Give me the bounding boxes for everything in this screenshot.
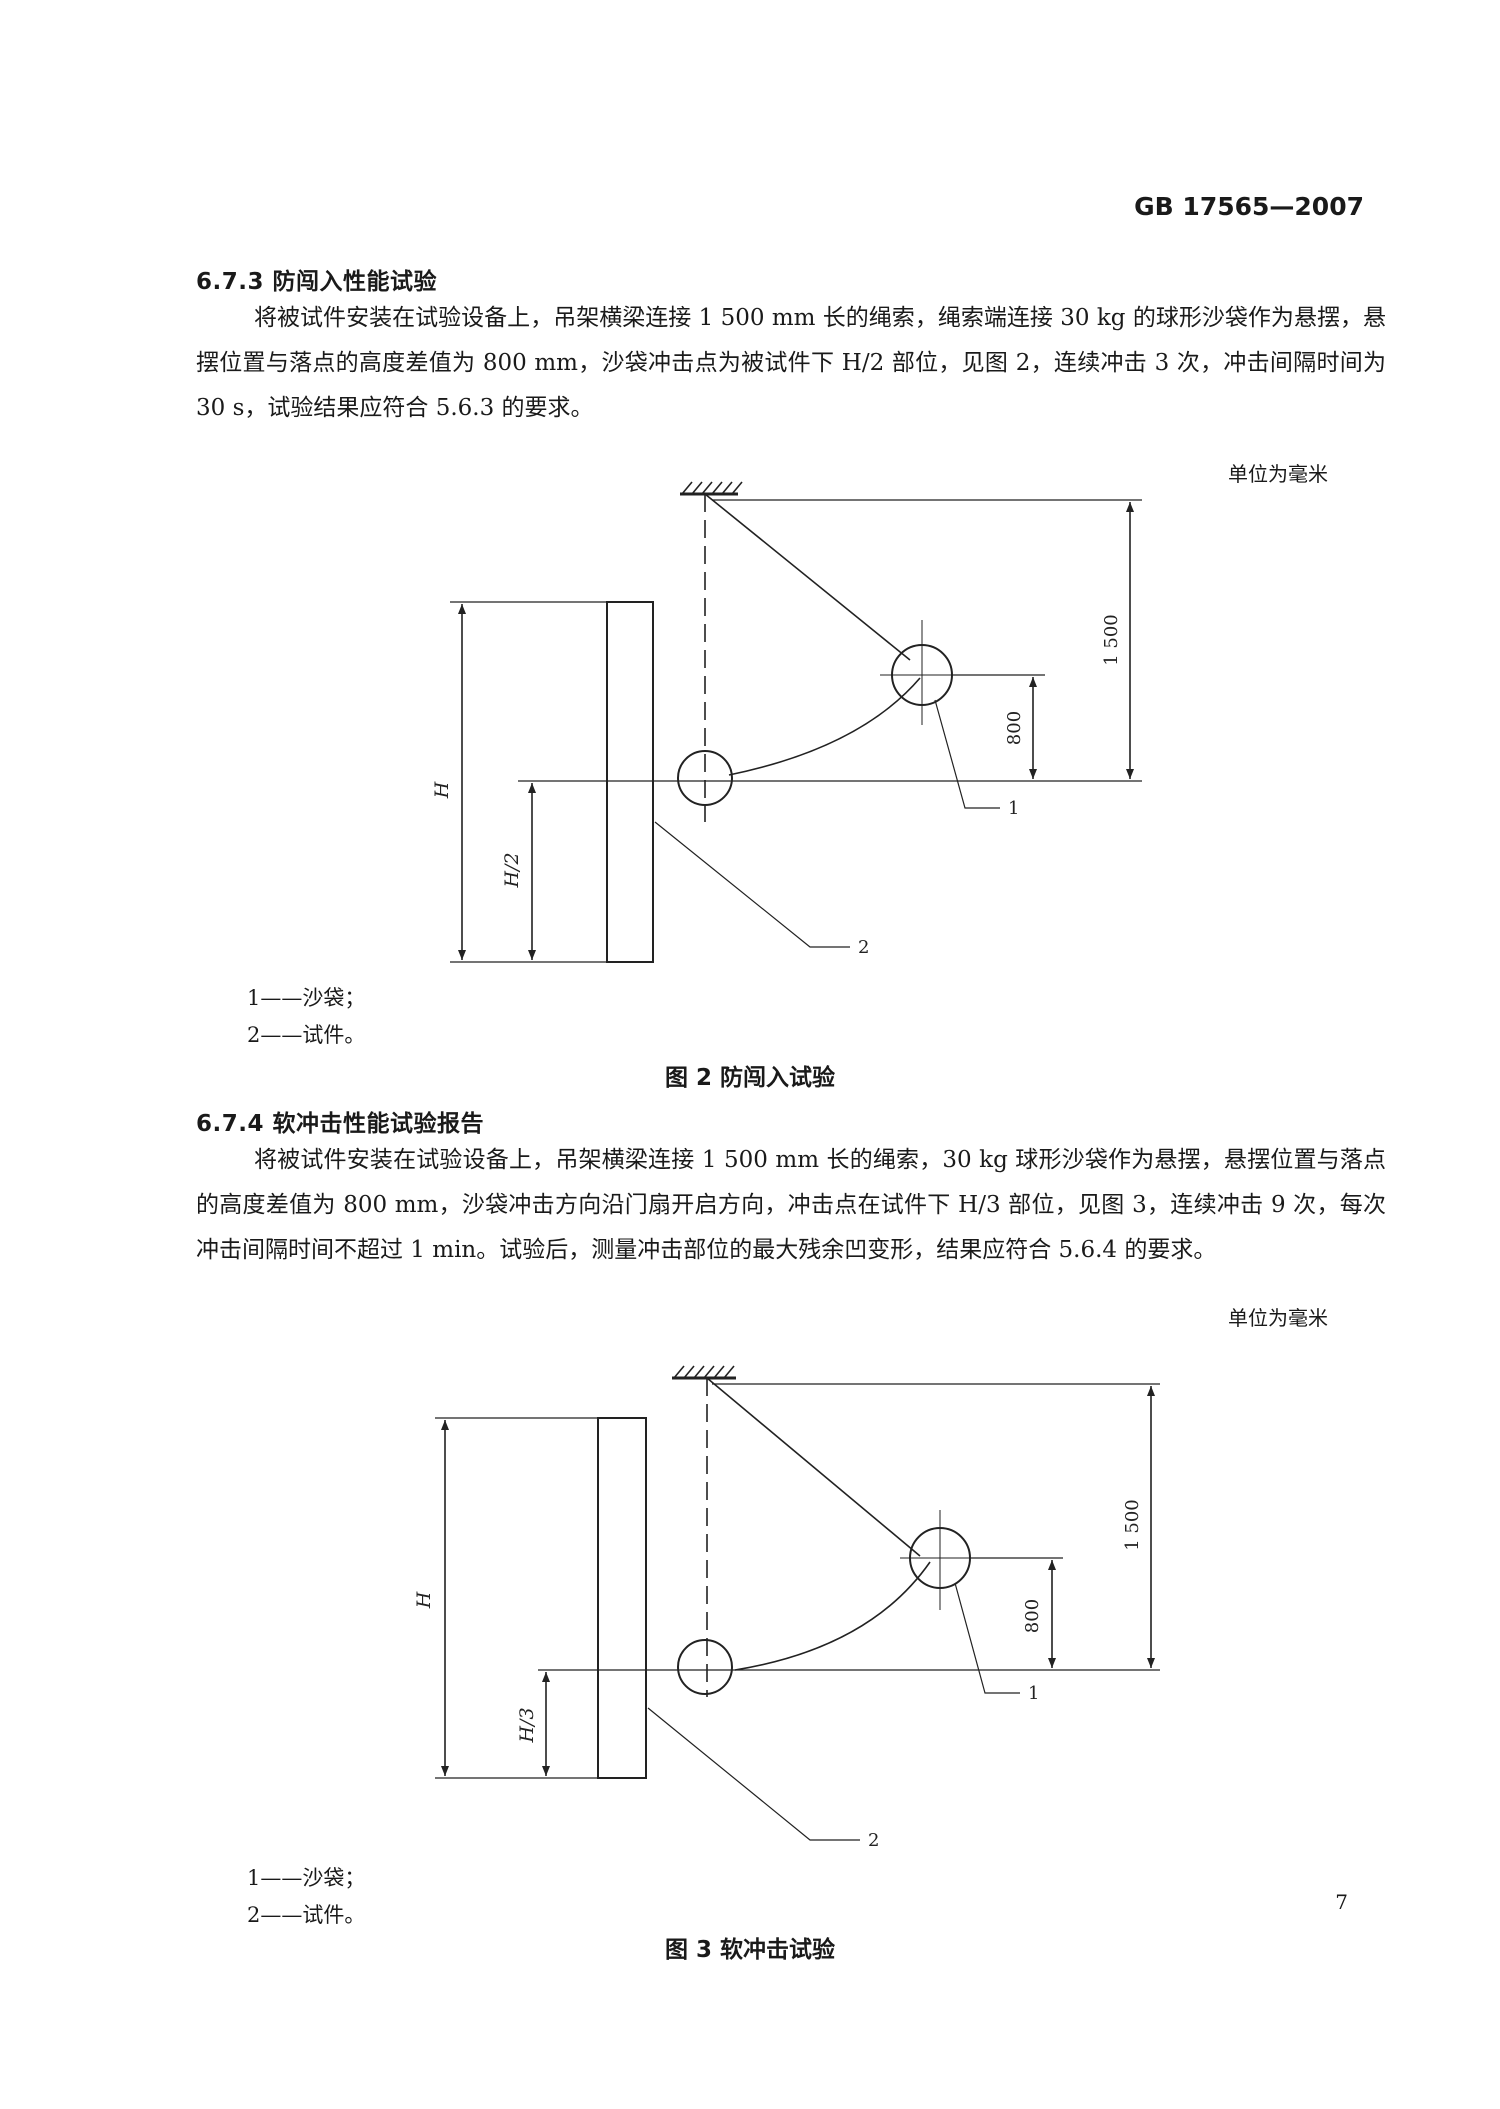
specimen bbox=[606, 601, 654, 963]
section-heading-6-7-4: 6.7.4 软冲击性能试验报告 bbox=[196, 1111, 484, 1137]
section-body-6-7-3: 将被试件安装在试验设备上，吊架横梁连接 1 500 mm 长的绳索，绳索端连接 … bbox=[196, 305, 1386, 421]
figure-2-caption: 图 2 防闯入试验 bbox=[664, 1065, 836, 1091]
label-impact-height: H/2 bbox=[501, 852, 523, 888]
callout-label-2: 2 bbox=[868, 1830, 879, 1851]
callout-label-1: 1 bbox=[1008, 798, 1019, 819]
figure-3-diagram: H H/3 800 1 500 1 2 bbox=[413, 1365, 1160, 1851]
rope bbox=[706, 1377, 921, 1557]
legend-item: 1——沙袋； bbox=[247, 1866, 366, 1890]
legend-item: 2——试件。 bbox=[247, 1903, 366, 1927]
section-body-6-7-4: 将被试件安装在试验设备上，吊架横梁连接 1 500 mm 长的绳索，30 kg … bbox=[196, 1147, 1386, 1263]
ceiling-support bbox=[672, 1365, 736, 1380]
label-height: H bbox=[413, 1591, 435, 1609]
figure-2-diagram: H H/2 800 1 500 1 2 bbox=[431, 481, 1142, 963]
label-drop-height: 800 bbox=[1022, 1599, 1043, 1633]
legend-item: 2——试件。 bbox=[247, 1023, 366, 1047]
callout-line-1 bbox=[954, 1582, 1020, 1694]
page-number: 7 bbox=[1335, 1890, 1348, 1914]
ceiling-support bbox=[680, 481, 743, 496]
rope bbox=[704, 493, 911, 661]
label-impact-height: H/3 bbox=[516, 1707, 538, 1743]
specimen bbox=[597, 1417, 647, 1779]
callout-label-1: 1 bbox=[1028, 1683, 1039, 1704]
figure-2-legend: 1——沙袋； 2——试件。 bbox=[247, 980, 365, 1054]
label-drop-height: 800 bbox=[1004, 711, 1025, 745]
callout-line-2 bbox=[647, 1707, 860, 1841]
label-rope-length: 1 500 bbox=[1101, 614, 1122, 666]
unit-note-figure-2: 单位为毫米 bbox=[1228, 462, 1328, 486]
label-height: H bbox=[431, 781, 453, 799]
callout-line-2 bbox=[654, 821, 850, 948]
sandbag-impact bbox=[677, 1639, 733, 1695]
legend-item: 1——沙袋； bbox=[247, 986, 366, 1010]
callout-line-1 bbox=[934, 699, 1000, 809]
label-rope-length: 1 500 bbox=[1122, 1499, 1143, 1551]
sandbag-impact bbox=[677, 750, 733, 806]
unit-note-figure-3: 单位为毫米 bbox=[1228, 1306, 1328, 1330]
standard-number: GB 17565—2007 bbox=[1134, 192, 1364, 221]
swing-arc bbox=[728, 677, 921, 776]
callout-label-2: 2 bbox=[858, 937, 869, 958]
section-heading-6-7-3: 6.7.3 防闯入性能试验 bbox=[196, 269, 437, 295]
figure-3-caption: 图 3 软冲击试验 bbox=[664, 1937, 836, 1963]
swing-arc bbox=[734, 1561, 931, 1671]
figure-3-legend: 1——沙袋； 2——试件。 bbox=[247, 1860, 365, 1934]
